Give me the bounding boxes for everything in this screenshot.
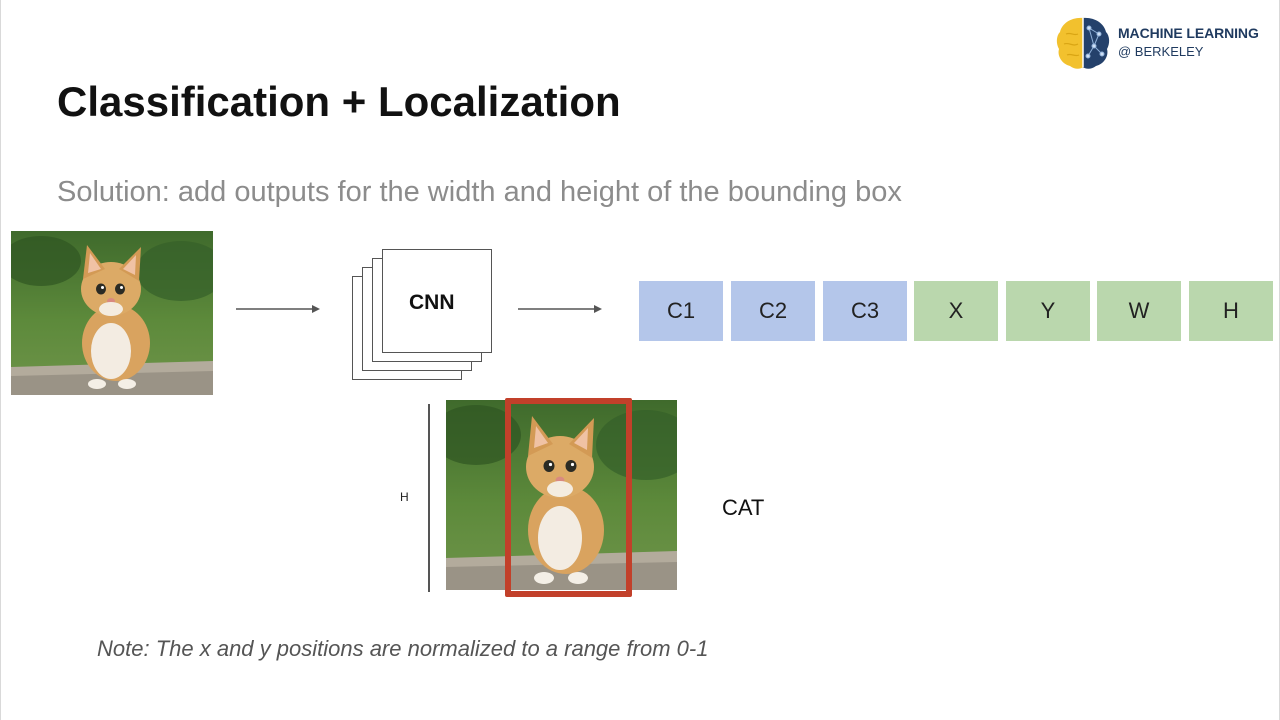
brain-icon: [1056, 17, 1110, 69]
output-cell-y: Y: [1006, 281, 1090, 341]
output-cell-h: H: [1189, 281, 1273, 341]
output-cell-c3: C3: [823, 281, 907, 341]
slide-subtitle: Solution: add outputs for the width and …: [57, 176, 902, 208]
logo-title: MACHINE LEARNING: [1118, 25, 1259, 41]
output-cell-c2: C2: [731, 281, 815, 341]
slide-border-left: [0, 0, 1, 720]
bounding-box: [505, 398, 632, 597]
cnn-stack: CNN: [350, 248, 495, 380]
height-indicator-line: [428, 404, 430, 592]
arrow-right-icon: [236, 305, 320, 313]
output-cell-x: X: [914, 281, 998, 341]
arrow-right-icon: [518, 305, 602, 313]
cnn-label: CNN: [409, 291, 455, 314]
localized-image: [446, 400, 677, 590]
height-label: H: [400, 490, 409, 504]
slide-title: Classification + Localization: [57, 78, 621, 125]
slide-note: Note: The x and y positions are normaliz…: [97, 636, 709, 661]
class-label: CAT: [722, 495, 765, 520]
input-image: [11, 231, 213, 395]
output-cell-w: W: [1097, 281, 1181, 341]
output-cell-c1: C1: [639, 281, 723, 341]
logo-subtitle: @ BERKELEY: [1118, 44, 1204, 59]
logo: MACHINE LEARNING @ BERKELEY: [1054, 14, 1259, 72]
cnn-layer-sheet: [382, 249, 492, 353]
